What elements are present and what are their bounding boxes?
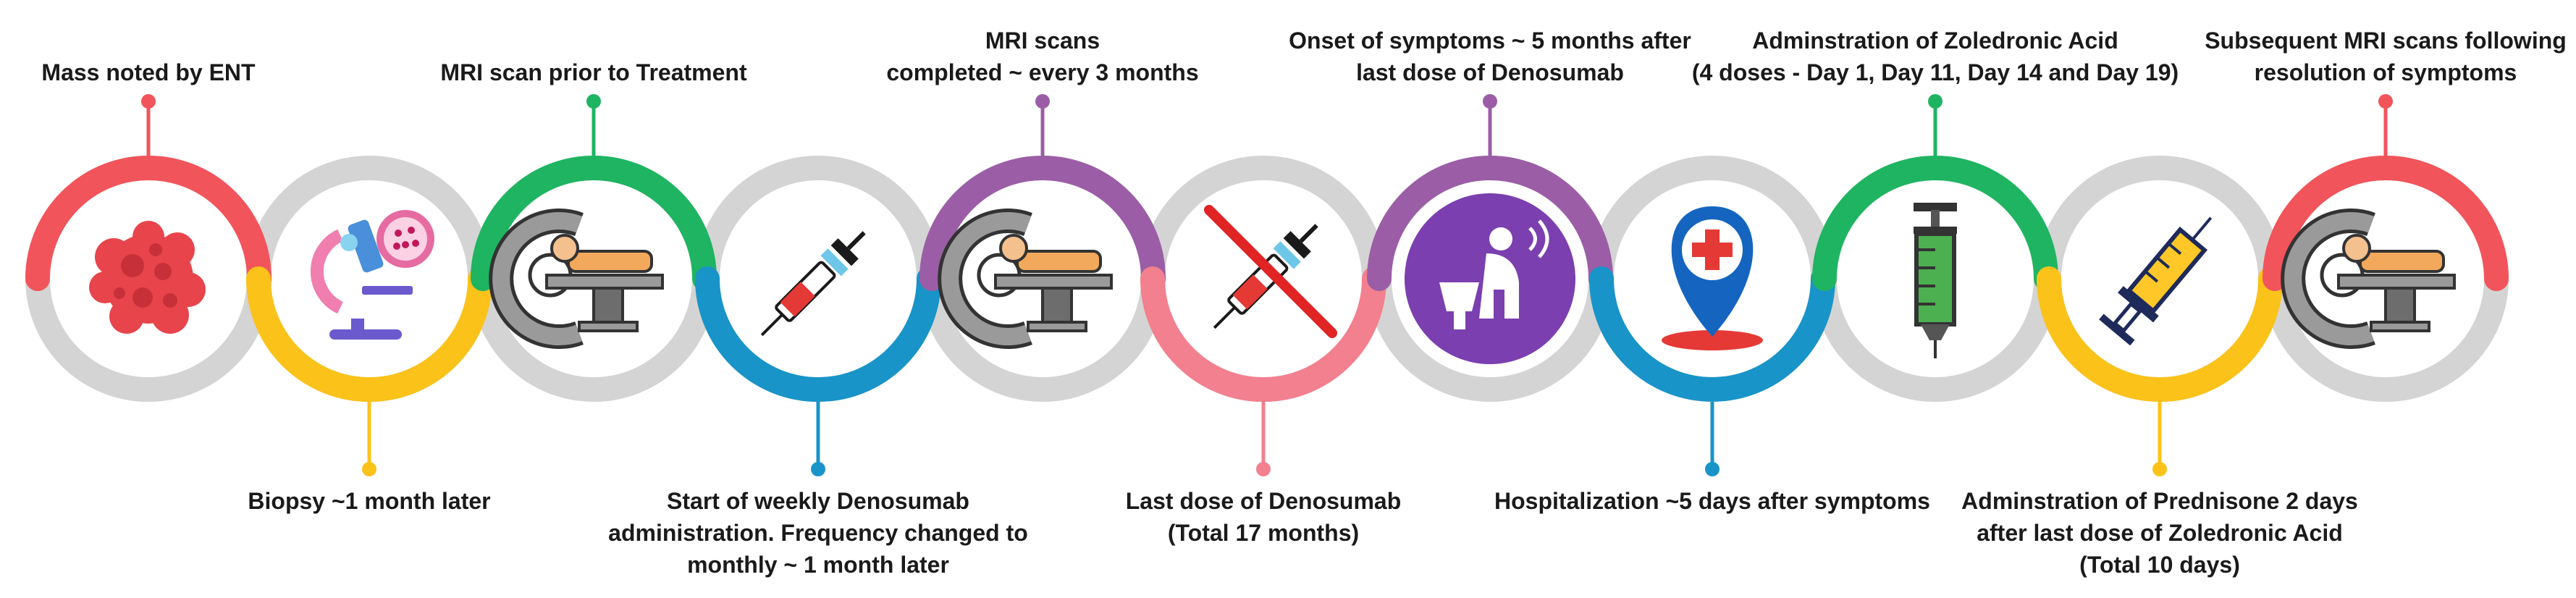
connector-dot-11 [2378, 94, 2393, 109]
label-line: resolution of symptoms [2254, 59, 2517, 85]
ring-arc-11 [2263, 156, 2509, 291]
label-line: Mass noted by ENT [41, 59, 256, 85]
label-line: Last dose of Denosumab [1125, 488, 1402, 514]
tumor-mass-icon [89, 221, 206, 334]
no-syringe-icon [1204, 205, 1337, 338]
step-label-1: Mass noted by ENT [41, 56, 255, 88]
label-line: Start of weekly Denosumab [667, 488, 969, 514]
label-line: Adminstration of Zoledronic Acid [1752, 28, 2118, 54]
label-line: MRI scans [985, 28, 1100, 54]
microscope-icon [310, 210, 434, 340]
step-label-11: Subsequent MRI scans following resolution… [2205, 25, 2567, 88]
label-line: Subsequent MRI scans following [2205, 28, 2567, 54]
hospital-pin-icon [1662, 206, 1763, 350]
label-line: Hospitalization ~5 days after symptoms [1494, 488, 1930, 514]
ring-arc-4 [695, 266, 941, 402]
connector-dot-5 [1035, 94, 1050, 109]
step-label-2: Biopsy ~1 month later [248, 485, 490, 517]
connector-dot-4 [811, 462, 825, 476]
mri-scanner-icon [938, 209, 1113, 349]
step-label-5: MRI scans completed ~ every 3 months [886, 25, 1198, 88]
step-label-7: Onset of symptoms ~ 5 months after last d… [1289, 25, 1691, 88]
label-line: Adminstration of Prednisone 2 days [1961, 488, 2358, 514]
syringe-icon [760, 231, 866, 337]
step-label-3: MRI scan prior to Treatment [440, 56, 746, 88]
mri-scanner-icon [2281, 209, 2456, 349]
connector-dot-3 [586, 94, 601, 109]
label-line: Onset of symptoms ~ 5 months after [1289, 28, 1691, 54]
connector-dot-6 [1256, 462, 1271, 476]
step-label-10: Adminstration of Prednisone 2 days after … [1961, 485, 2358, 581]
ring-arc-2 [246, 266, 492, 402]
label-line: completed ~ every 3 months [886, 59, 1199, 85]
ring-arc-7 [1367, 156, 1613, 291]
yellow-syringe-icon [2099, 216, 2213, 346]
ring-arc-3 [471, 156, 717, 291]
ring-arc-9 [1812, 156, 2058, 291]
ring-arc-1 [25, 156, 272, 291]
label-line: (4 doses - Day 1, Day 11, Day 14 and Day… [1691, 59, 2179, 85]
connector-dot-1 [141, 94, 156, 109]
label-line: after last dose of Zoledronic Acid [1977, 520, 2343, 546]
step-label-4: Start of weekly Denosumab administration.… [608, 485, 1028, 581]
ring-arc-8 [1589, 266, 1835, 402]
ring-arc-5 [919, 156, 1166, 291]
mri-scanner-icon [489, 209, 664, 349]
sick-person-icon [1405, 193, 1575, 364]
label-line: (Total 17 months) [1167, 520, 1360, 546]
connector-dot-2 [362, 462, 376, 476]
step-label-8: Hospitalization ~5 days after symptoms [1494, 485, 1930, 517]
step-label-6: Last dose of Denosumab (Total 17 months) [1126, 485, 1402, 549]
ring-arc-10 [2037, 266, 2283, 402]
label-line: MRI scan prior to Treatment [440, 59, 747, 85]
label-line: monthly ~ 1 month later [687, 552, 949, 578]
step-label-9: Adminstration of Zoledronic Acid (4 doses… [1692, 25, 2179, 88]
connector-dot-9 [1928, 94, 1942, 109]
connector-dot-7 [1483, 94, 1497, 109]
connector-dot-10 [2152, 462, 2167, 476]
label-line: Biopsy ~1 month later [248, 488, 491, 514]
ring-arc-6 [1140, 266, 1386, 402]
label-line: last dose of Denosumab [1356, 59, 1624, 85]
label-line: administration. Frequency changed to [608, 520, 1028, 546]
connector-dot-8 [1705, 462, 1720, 476]
green-syringe-icon [1914, 203, 1957, 358]
label-line: (Total 10 days) [2079, 552, 2240, 578]
